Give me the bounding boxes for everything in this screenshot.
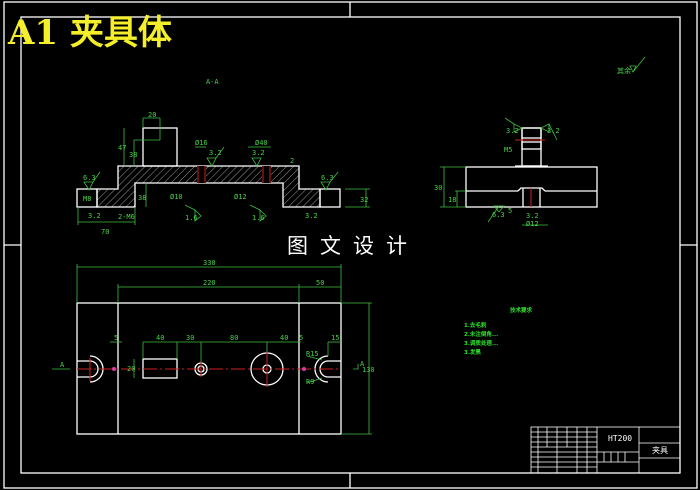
dimension-label: A xyxy=(360,360,365,368)
dimension-label: 130 xyxy=(362,366,375,374)
dimension-label: 2.未注倒角... xyxy=(464,330,498,338)
dimension-label: Ø12 xyxy=(234,193,247,201)
dimension-label: 5 xyxy=(508,207,512,215)
dimension-label: 3.2 xyxy=(252,149,265,157)
dimension-label: 2 xyxy=(290,157,294,165)
dimension-label: 220 xyxy=(203,279,216,287)
dimension-label: 5 xyxy=(299,334,303,342)
dimension-label: 38 xyxy=(129,151,137,159)
dimension-label: Ø10 xyxy=(170,193,183,201)
dimension-label: 其余 xyxy=(617,66,631,75)
watermark: 图文设计 xyxy=(287,234,419,258)
plan-view xyxy=(52,264,372,435)
dimension-label: 6.3 xyxy=(83,174,96,182)
dimension-label: 20 xyxy=(148,111,156,119)
dimension-label: 50 xyxy=(316,279,324,287)
dimension-label: 18 xyxy=(448,196,456,204)
part-name-label: 夹具 xyxy=(652,445,668,455)
section-label: A-A xyxy=(206,78,219,86)
dimension-label: 3.调质处理... xyxy=(464,339,498,347)
front-section-view xyxy=(76,117,370,225)
dimension-label: 40 xyxy=(280,334,288,342)
dimension-label: Ø16 xyxy=(195,139,208,147)
roughness-other-symbol: 其余 xyxy=(617,56,646,75)
dimension-label: 2-M6 xyxy=(118,213,135,221)
dimension-label: 3.2 xyxy=(547,127,560,135)
dimension-label: R9 xyxy=(306,378,314,386)
dimension-label: 3.2 xyxy=(305,212,318,220)
dimension-label: 15 xyxy=(331,334,339,342)
dimension-label: 6.3 xyxy=(321,174,334,182)
dimension-label: M5 xyxy=(504,146,512,154)
dimension-label: 1.6 xyxy=(185,214,198,222)
dimension-label: M8 xyxy=(83,195,91,203)
dimension-label: 38 xyxy=(138,194,146,202)
plan-view-dimensions: 330 220 50 5 40 30 80 40 5 15 R15 R9 20 … xyxy=(60,259,375,386)
dimension-label: Ø40 xyxy=(255,139,268,147)
dimension-label: 技术要求 xyxy=(510,306,533,314)
dimension-label: 3.2 xyxy=(506,127,519,135)
dimension-label: 3.2 xyxy=(209,149,222,157)
dimension-label: 40 xyxy=(156,334,164,342)
side-view xyxy=(440,117,598,226)
material-label: HT200 xyxy=(608,434,632,443)
dimension-label: 3.2 xyxy=(526,212,539,220)
dimension-label: 330 xyxy=(203,259,216,267)
dimension-label: 3.2 xyxy=(88,212,101,220)
dimension-label: 6.3 xyxy=(492,211,505,219)
dimension-label: 1.6 xyxy=(252,214,265,222)
dimension-label: 70 xyxy=(101,228,109,236)
title-block: HT200 夹具 xyxy=(530,426,681,474)
dimension-label: 20 xyxy=(127,365,135,373)
dimension-label: Ø12 xyxy=(526,220,539,228)
dimension-label: 30 xyxy=(186,334,194,342)
dimension-label: 32 xyxy=(360,196,368,204)
dimension-label: R15 xyxy=(306,350,319,358)
side-view-dimensions: 3.2 3.2 M5 30 18 6.3 5 3.2 Ø12 xyxy=(434,127,560,228)
technical-notes: 技术要求 1.去毛刺 2.未注倒角... 3.调质处理... 3.发黑 xyxy=(464,306,533,356)
dimension-label: 5 xyxy=(114,334,118,342)
dimension-label: 1.去毛刺 xyxy=(464,321,487,329)
dimension-label: 30 xyxy=(434,184,442,192)
dimension-label: 80 xyxy=(230,334,238,342)
dimension-label: 3.发黑 xyxy=(464,348,481,356)
dimension-label: A xyxy=(60,361,65,369)
center-marks xyxy=(4,2,697,488)
front-view-dimensions: 20 47 38 Ø16 Ø40 3.2 3.2 2 6.3 6.3 32 38… xyxy=(83,111,368,236)
dimension-label: 47 xyxy=(118,144,126,152)
drawing-title: A1 夹具体 xyxy=(7,13,172,53)
